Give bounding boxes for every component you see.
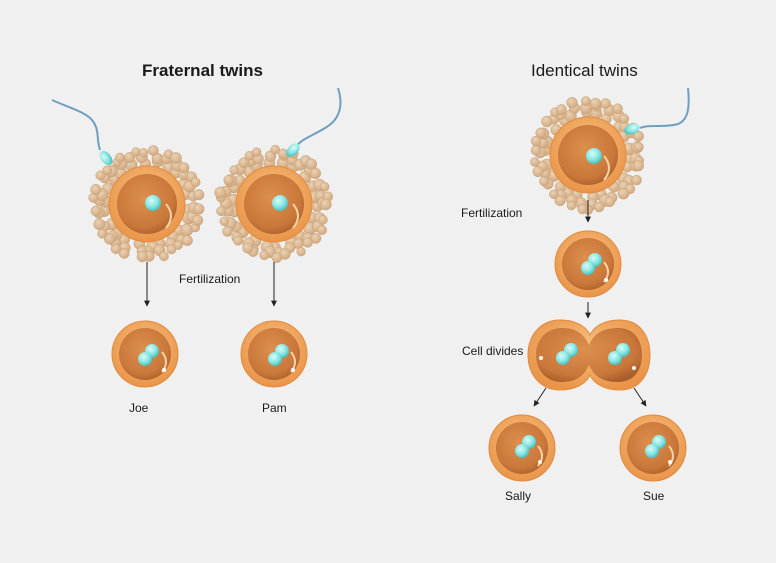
follicle-cell [136,251,148,263]
follicle-cell [318,214,328,225]
zygote-sally [488,414,556,482]
sperm-1 [51,99,113,165]
follicle-cell [159,251,169,262]
two-cell-stage [527,319,651,391]
identical-zygote [554,230,622,298]
follicle-cell [530,135,542,147]
sperm-3 [624,87,690,135]
follicle-cell [556,104,567,116]
follicle-cell [539,176,549,187]
follicle-cell [242,242,254,254]
follicle-cell [633,130,644,142]
follicle-cell [97,228,108,239]
follicle-cell [229,165,240,175]
follicle-cell [90,183,102,195]
follicle-cell [270,144,280,155]
follicle-cell [181,234,193,246]
follicle-cell [617,187,630,200]
fraternal-egg-2 [214,144,334,263]
follicle-cell [223,175,234,186]
follicle-cell [302,237,313,248]
nucleus [272,195,288,211]
arrow [633,387,647,407]
corona-radiata [530,96,645,215]
follicle-cell [193,189,205,201]
zygote-pam [240,320,308,388]
identical-title: Identical twins [531,61,638,80]
follicle-cell [619,113,629,124]
identical-egg [530,96,645,215]
follicle-cell [147,145,159,156]
follicle-cell [554,194,566,207]
follicle-cell [110,243,122,255]
follicle-cell [190,177,201,187]
follicle-cell [532,166,544,178]
follicle-cell [216,206,227,217]
follicle-cell [115,152,125,163]
follicle-cell [566,96,578,109]
follicle-cell [593,201,605,213]
twin-label-pam: Pam [262,401,287,415]
zygote-sue [619,414,687,482]
follicle-cell [103,233,116,245]
follicle-cell [222,226,233,237]
follicle-cell [535,127,546,139]
follicle-cell [219,216,230,227]
follicle-cell [549,189,559,199]
follicle-cell [95,170,106,181]
follicle-cell [604,196,615,207]
follicle-cell [600,98,611,109]
follicle-cell [612,103,623,114]
follicle-cell [589,97,602,110]
cell-divides-label: Cell divides [462,344,524,358]
follicle-cell [633,160,645,172]
follicle-cell [577,204,588,215]
follicle-cell [193,203,205,215]
fraternal-egg-1 [88,145,205,263]
follicle-cell [530,157,540,167]
follicle-cell [90,205,102,217]
zygote-joe [111,320,179,388]
follicle-cell [581,96,591,106]
follicle-cell [317,225,327,235]
nucleus [145,195,161,211]
twin-label-sally: Sally [505,489,532,503]
follicle-cell [319,181,330,192]
follicle-cell [541,115,553,128]
follicle-cell [530,144,542,156]
follicle-cell [309,167,322,180]
follicle-cell [214,186,226,199]
follicle-cell [566,201,577,211]
follicle-cell [259,250,270,261]
nucleus [586,148,602,164]
sperm-2 [286,87,342,157]
follicle-cell [170,152,182,164]
twin-label-joe: Joe [129,401,149,415]
follicle-cell [138,148,149,158]
follicle-cell [93,218,105,230]
follicle-cell [191,214,204,226]
follicle-cell [238,157,250,168]
twin-label-sue: Sue [643,489,665,503]
follicle-cell [634,142,644,152]
follicle-cell [166,244,177,255]
follicle-cell [251,147,262,157]
fraternal-title: Fraternal twins [142,61,263,80]
follicle-cell [271,252,283,263]
identical-fertilization-label: Fertilization [461,206,523,220]
follicle-cell [310,233,322,244]
follicle-cell [233,235,244,246]
follicle-cell [631,174,642,186]
follicle-cell [102,165,112,176]
follicle-cell [118,248,130,259]
follicle-cell [296,247,306,257]
arrow [533,387,547,407]
follicle-cell [319,198,332,211]
fraternal-fertilization-label: Fertilization [179,272,241,286]
follicle-cell [178,162,190,174]
